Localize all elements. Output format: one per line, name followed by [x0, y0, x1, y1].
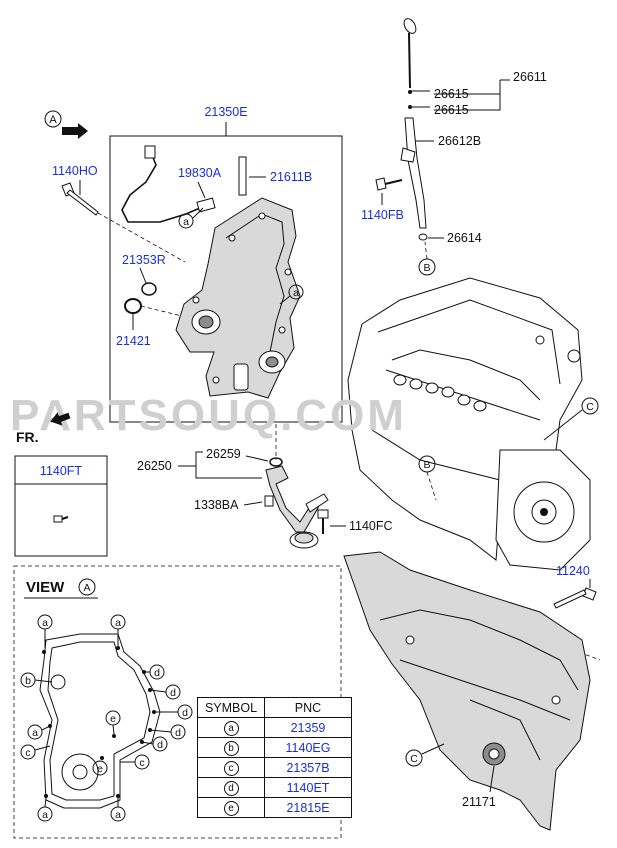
view-a-letter: A	[49, 114, 57, 126]
ref-c-upper	[581, 397, 599, 415]
bolt-1140FB	[375, 177, 403, 191]
callout-19830A[interactable]: 19830A	[178, 166, 222, 180]
detail-box-1140FT	[14, 455, 108, 557]
dipstick	[403, 18, 417, 109]
view-a-title-letter: A	[83, 582, 90, 594]
bolt-1140HO	[61, 182, 99, 216]
symbol-cell: c	[223, 760, 239, 776]
callout-26614[interactable]: 26614	[447, 231, 482, 245]
engine-block	[347, 277, 591, 571]
symbol-cell: a	[223, 720, 239, 736]
view-a-markers: a a b d d d d d e a c e c a a	[20, 614, 193, 822]
svg-text:d: d	[170, 687, 176, 699]
pnc-cell[interactable]: 1140ET	[264, 777, 352, 798]
callout-26611[interactable]: 26611	[513, 70, 547, 84]
bolt-1140FC	[317, 509, 329, 534]
view-a-cover	[39, 633, 161, 809]
ref-a-cover	[288, 284, 304, 300]
pnc-cell[interactable]: 21815E	[264, 797, 352, 818]
gasket-26259	[269, 457, 283, 467]
callout-21350E[interactable]: 21350E	[204, 105, 247, 119]
svg-text:a: a	[32, 727, 38, 739]
svg-text:a: a	[115, 809, 121, 821]
symbol-header: SYMBOL	[197, 697, 265, 718]
svg-text:c: c	[139, 757, 144, 769]
callout-1140HO[interactable]: 1140HO	[52, 164, 98, 178]
timing-cover	[175, 197, 301, 399]
front-arrow: FR.	[16, 412, 71, 445]
oil-strainer	[265, 465, 329, 549]
ref-a-sensor	[178, 213, 194, 229]
nut-1338BA	[264, 495, 274, 507]
svg-text:b: b	[25, 675, 31, 687]
callout-1140FB[interactable]: 1140FB	[361, 208, 404, 222]
seal-21421	[124, 298, 142, 314]
svg-text:B: B	[423, 262, 430, 274]
callout-1140FT[interactable]: 1140FT	[40, 464, 83, 478]
svg-text:d: d	[182, 707, 188, 719]
callout-26612B[interactable]: 26612B	[438, 134, 481, 148]
front-label: FR.	[16, 429, 39, 445]
watermark: PARTSOUQ.COM	[10, 391, 407, 440]
svg-text:d: d	[175, 727, 181, 739]
pnc-header: PNC	[264, 697, 352, 718]
svg-text:C: C	[410, 753, 418, 765]
callout-1140FC[interactable]: 1140FC	[349, 519, 393, 533]
callout-21611B[interactable]: 21611B	[270, 170, 312, 184]
symbol-cell: d	[223, 780, 239, 796]
svg-text:C: C	[586, 401, 594, 413]
symbol-cell: b	[223, 740, 239, 756]
table-row: e 21815E	[197, 797, 352, 818]
bolt-11240	[553, 587, 597, 609]
callout-21171[interactable]: 21171	[462, 795, 496, 809]
svg-text:B: B	[423, 459, 430, 471]
svg-text:d: d	[157, 739, 163, 751]
callout-26615-lower[interactable]: 26615	[434, 103, 469, 117]
svg-text:e: e	[97, 763, 103, 775]
pnc-cell[interactable]: 21359	[264, 717, 352, 738]
pnc-cell[interactable]: 1140EG	[264, 737, 352, 758]
callout-21353R[interactable]: 21353R	[122, 253, 166, 267]
view-a-marker: A	[44, 110, 88, 139]
symbol-table: SYMBOL PNC a 21359 b 1140EG c 21357B d 1…	[197, 697, 352, 818]
table-row: d 1140ET	[197, 777, 352, 798]
svg-text:a: a	[183, 216, 189, 228]
symbol-table-header: SYMBOL PNC	[197, 697, 352, 718]
callout-26615-upper[interactable]: 26615	[434, 87, 469, 101]
svg-text:c: c	[25, 747, 30, 759]
svg-text:a: a	[115, 617, 121, 629]
table-row: c 21357B	[197, 757, 352, 778]
o-ring-26614	[418, 233, 428, 241]
callout-1338BA[interactable]: 1338BA	[194, 498, 239, 512]
callout-26259[interactable]: 26259	[206, 447, 241, 461]
o-ring-21353R	[141, 282, 157, 296]
pnc-cell[interactable]: 21357B	[264, 757, 352, 778]
symbol-cell: e	[223, 800, 239, 816]
table-row: a 21359	[197, 717, 352, 738]
dipstick-tube	[404, 117, 427, 229]
ref-c-lower	[405, 749, 423, 767]
bolt-1140FT	[53, 515, 69, 523]
svg-text:a: a	[42, 809, 48, 821]
callout-26250[interactable]: 26250	[137, 459, 172, 473]
svg-text:e: e	[110, 713, 116, 725]
table-row: b 1140EG	[197, 737, 352, 758]
svg-text:a: a	[42, 617, 48, 629]
svg-text:a: a	[293, 287, 299, 299]
sensor-cable	[121, 149, 201, 223]
svg-text:d: d	[154, 667, 160, 679]
dowel-pin	[238, 156, 247, 196]
callout-11240[interactable]: 11240	[556, 564, 590, 578]
view-a-title: VIEW	[26, 579, 65, 596]
callout-21421[interactable]: 21421	[116, 334, 151, 348]
oil-pan	[343, 551, 591, 831]
